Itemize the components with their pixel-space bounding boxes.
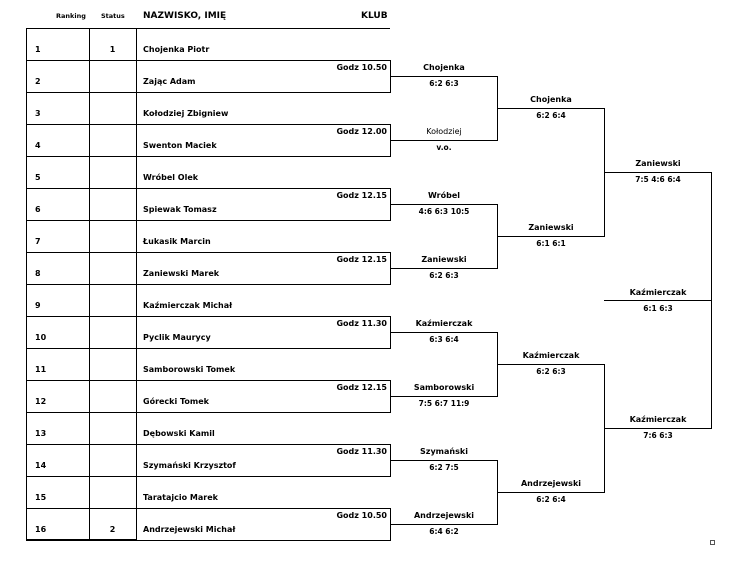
match-time: Godz 12.15 xyxy=(336,383,387,392)
match-score: 6:4 6:2 xyxy=(429,527,459,536)
player-rank: 11 xyxy=(35,365,47,374)
header-name: NAZWISKO, IMIĘ xyxy=(143,11,227,21)
player-rank: 2 xyxy=(35,77,41,86)
player-name: Andrzejewski Michał xyxy=(143,525,236,534)
round3-score: 7:6 6:3 xyxy=(643,431,673,440)
match-time: Godz 12.00 xyxy=(336,127,387,136)
header-club: KLUB xyxy=(361,11,388,21)
match-score: 6:2 7:5 xyxy=(429,463,459,472)
round2-score: 6:2 6:3 xyxy=(536,367,566,376)
player-name: Szymański Krzysztof xyxy=(143,461,236,470)
match-time: Godz 10.50 xyxy=(336,511,387,520)
player-name: Pyclik Maurycy xyxy=(143,333,211,342)
player-rank: 14 xyxy=(35,461,47,470)
match-winner: Zaniewski xyxy=(421,255,467,264)
player-rank: 9 xyxy=(35,301,41,310)
player-name: Górecki Tomek xyxy=(143,397,209,406)
player-status: 2 xyxy=(109,525,116,534)
player-name: Taratajcio Marek xyxy=(143,493,218,502)
player-rank: 3 xyxy=(35,109,41,118)
player-rank: 12 xyxy=(35,397,47,406)
player-rank: 6 xyxy=(35,205,41,214)
header-status: Status xyxy=(101,12,125,20)
match-time: Godz 12.15 xyxy=(336,191,387,200)
player-name: Zaniewski Marek xyxy=(143,269,220,278)
round2-winner: Kaźmierczak xyxy=(522,351,580,360)
player-rank: 13 xyxy=(35,429,47,438)
player-name: Spiewak Tomasz xyxy=(143,205,217,214)
match-time: Godz 11.30 xyxy=(336,447,387,456)
player-rank: 4 xyxy=(35,141,41,150)
match-winner: Samborowski xyxy=(413,383,475,392)
match-time: Godz 12.15 xyxy=(336,255,387,264)
player-name: Chojenka Piotr xyxy=(143,45,210,54)
player-status: 1 xyxy=(109,45,116,54)
player-name: Samborowski Tomek xyxy=(143,365,236,374)
round2-score: 6:2 6:4 xyxy=(536,111,566,120)
round2-score: 6:2 6:4 xyxy=(536,495,566,504)
player-rank: 7 xyxy=(35,237,41,246)
round2-winner: Chojenka xyxy=(530,95,572,104)
match-score: 4:6 6:3 10:5 xyxy=(418,207,470,216)
player-name: Zając Adam xyxy=(143,77,196,86)
round2-winner: Andrzejewski xyxy=(520,479,582,488)
match-time: Godz 11.30 xyxy=(336,319,387,328)
final-score: 6:1 6:3 xyxy=(643,304,673,313)
round3-winner: Zaniewski xyxy=(635,159,681,168)
player-name: Dębowski Kamil xyxy=(143,429,215,438)
match-winner: Kaźmierczak xyxy=(415,319,473,328)
player-rank: 1 xyxy=(35,45,41,54)
round3-winner: Kaźmierczak xyxy=(629,415,687,424)
corner-checkbox xyxy=(710,540,715,545)
match-winner: Wróbel xyxy=(427,191,461,200)
match-score: 6:2 6:3 xyxy=(429,79,459,88)
match-score: 7:5 6:7 11:9 xyxy=(418,399,470,408)
match-score: 6:2 6:3 xyxy=(429,271,459,280)
player-name: Swenton Maciek xyxy=(143,141,217,150)
player-rank: 5 xyxy=(35,173,41,182)
player-name: Wróbel Olek xyxy=(143,173,199,182)
round2-winner: Zaniewski xyxy=(528,223,574,232)
match-score: v.o. xyxy=(436,143,452,152)
player-rank: 10 xyxy=(35,333,47,342)
match-score: 6:3 6:4 xyxy=(429,335,459,344)
match-winner: Kołodziej xyxy=(426,127,462,136)
player-name: Łukasik Marcin xyxy=(143,237,211,246)
match-winner: Andrzejewski xyxy=(413,511,475,520)
player-name: Kołodziej Zbigniew xyxy=(143,109,229,118)
round2-score: 6:1 6:1 xyxy=(536,239,566,248)
player-rank: 15 xyxy=(35,493,47,502)
final-winner: Kaźmierczak xyxy=(629,288,687,297)
match-winner: Chojenka xyxy=(423,63,465,72)
player-name: Kaźmierczak Michał xyxy=(143,301,233,310)
match-time: Godz 10.50 xyxy=(336,63,387,72)
header-ranking: Ranking xyxy=(56,12,86,20)
round3-score: 7:5 4:6 6:4 xyxy=(635,175,681,184)
player-rank: 8 xyxy=(35,269,41,278)
player-rank: 16 xyxy=(35,525,47,534)
match-winner: Szymański xyxy=(420,447,468,456)
